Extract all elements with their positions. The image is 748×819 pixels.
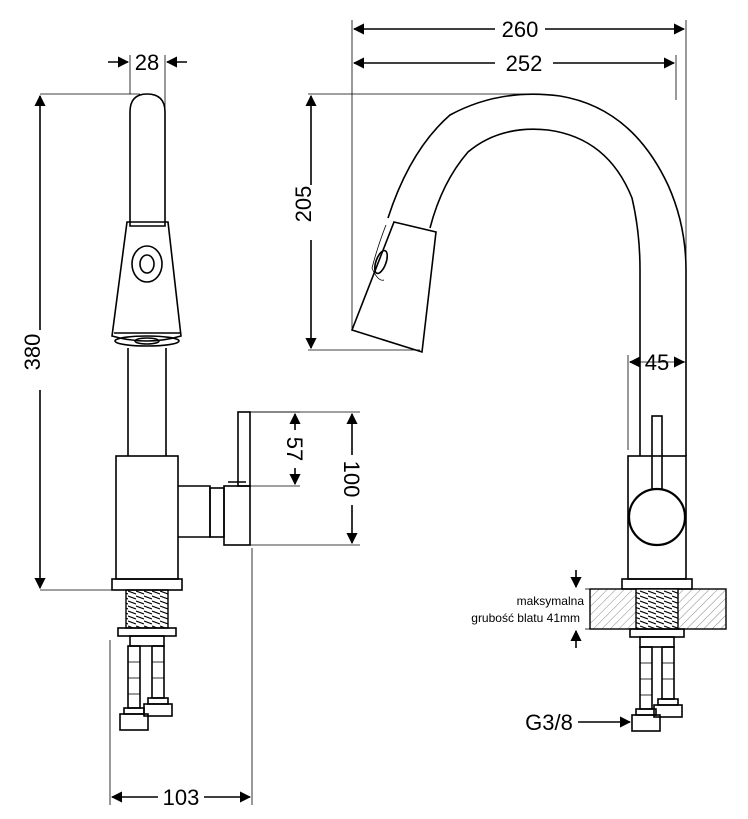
dimension-205: 205 <box>291 94 317 350</box>
dim-380-label: 380 <box>20 334 45 371</box>
dim-45-label: 45 <box>645 350 669 375</box>
dim-28-label: 28 <box>135 50 159 75</box>
dimension-380: 380 <box>20 94 46 590</box>
max-thickness-line1: maksymalna <box>517 594 585 608</box>
dim-100-label: 100 <box>339 461 364 498</box>
dim-260-label: 260 <box>502 17 539 42</box>
max-thickness-line2: grubość blatu 41mm <box>471 611 580 625</box>
dim-205-label: 205 <box>291 186 316 223</box>
dimension-45: 45 <box>628 350 686 375</box>
dim-57-label: 57 <box>282 437 307 461</box>
thread-note: G3/8 <box>525 710 632 735</box>
dimension-103: 103 <box>110 785 252 810</box>
dim-103-label: 103 <box>163 785 200 810</box>
dim-252-label: 252 <box>506 51 543 76</box>
side-view <box>40 55 360 805</box>
countertop-note: maksymalna grubość blatu 41mm <box>471 570 592 648</box>
thread-label: G3/8 <box>525 710 573 735</box>
dimension-57: 57 <box>282 412 307 486</box>
front-view <box>308 20 727 732</box>
dimension-252: 252 <box>352 51 676 76</box>
dimension-260: 260 <box>352 17 686 42</box>
dimension-100: 100 <box>339 412 364 545</box>
dimension-28: 28 <box>108 50 187 75</box>
